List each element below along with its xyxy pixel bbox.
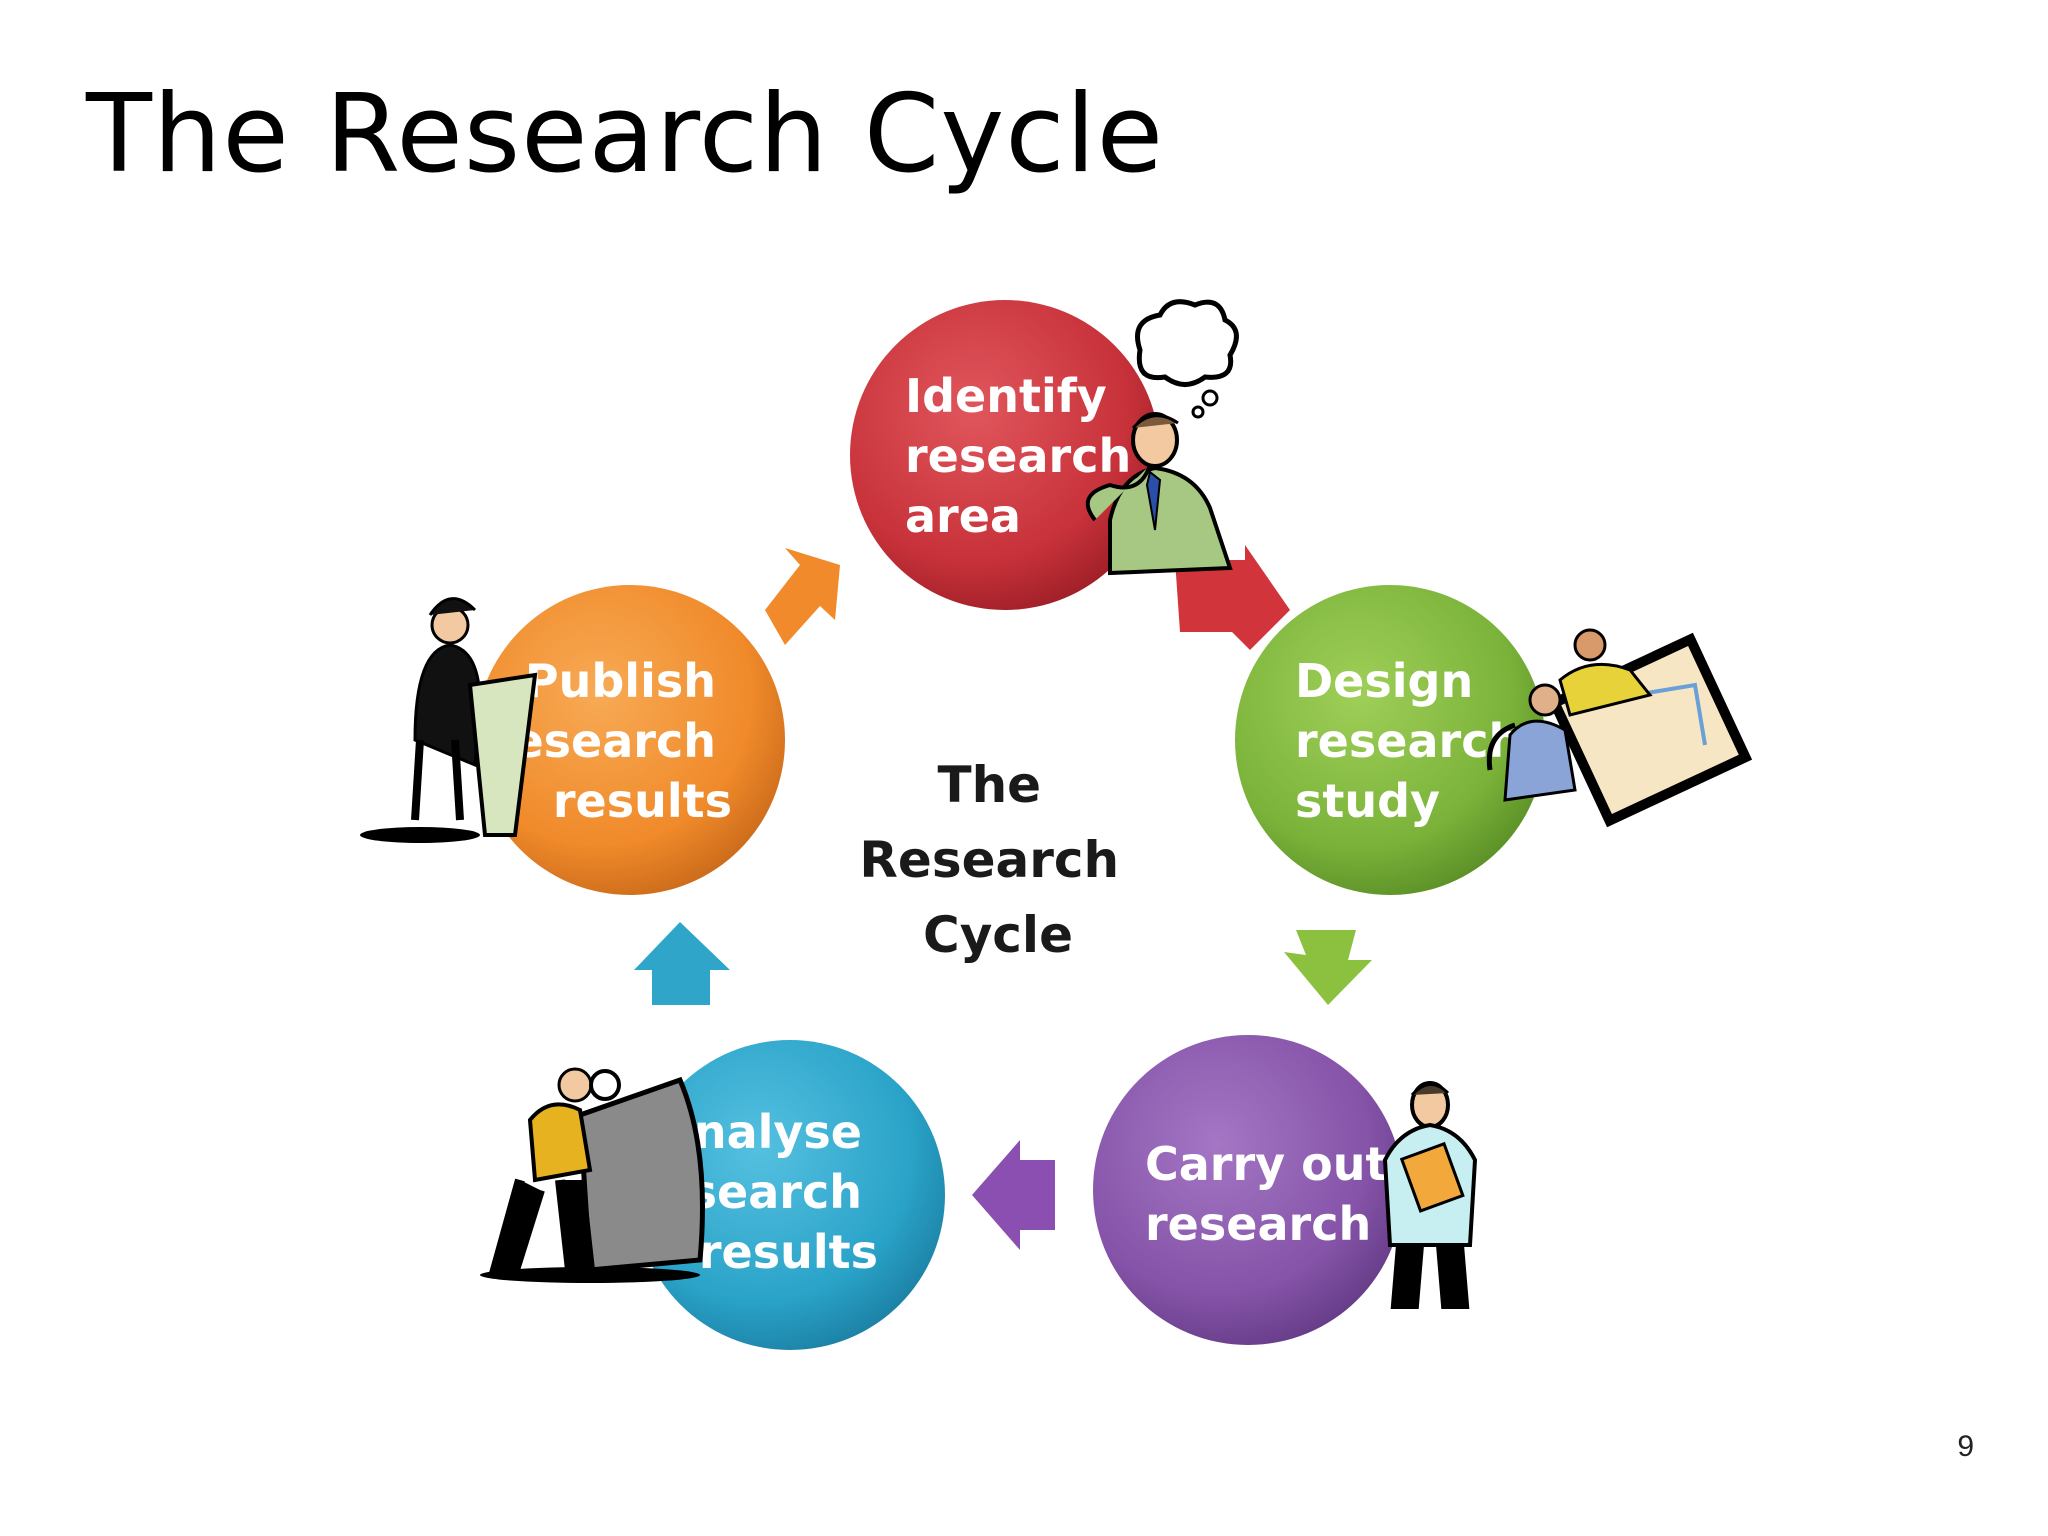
stage-carry-out-circle xyxy=(1093,1035,1403,1345)
page-number: 9 xyxy=(1957,1430,1974,1463)
arrow-carry-out-to-analyse xyxy=(972,1140,1055,1250)
scientist-clipboard-icon xyxy=(1382,1081,1478,1309)
stage-design-label: Design research study xyxy=(1295,654,1537,828)
arrow-design-to-carry-out xyxy=(1284,930,1372,1005)
stage-design-circle xyxy=(1235,585,1545,895)
stage-identify-circle xyxy=(850,300,1160,610)
stage-analyse-circle xyxy=(635,1040,945,1350)
stage-carry-out-label: Carry out research xyxy=(1145,1137,1404,1251)
arrow-publish-to-identify xyxy=(765,548,840,645)
center-label: The Research Cycle xyxy=(859,756,1136,964)
arrow-identify-to-design xyxy=(1175,545,1290,650)
stage-publish-circle xyxy=(475,585,785,895)
speaker-podium-icon xyxy=(360,597,538,843)
stage-identify-label: Identify research area xyxy=(905,369,1147,543)
arrow-analyse-to-publish xyxy=(634,922,730,1005)
analyst-magnifier-icon xyxy=(480,1067,705,1283)
thinking-man-icon xyxy=(1085,299,1239,576)
slide-title: The Research Cycle xyxy=(86,72,1165,197)
team-planning-icon xyxy=(1486,628,1753,828)
